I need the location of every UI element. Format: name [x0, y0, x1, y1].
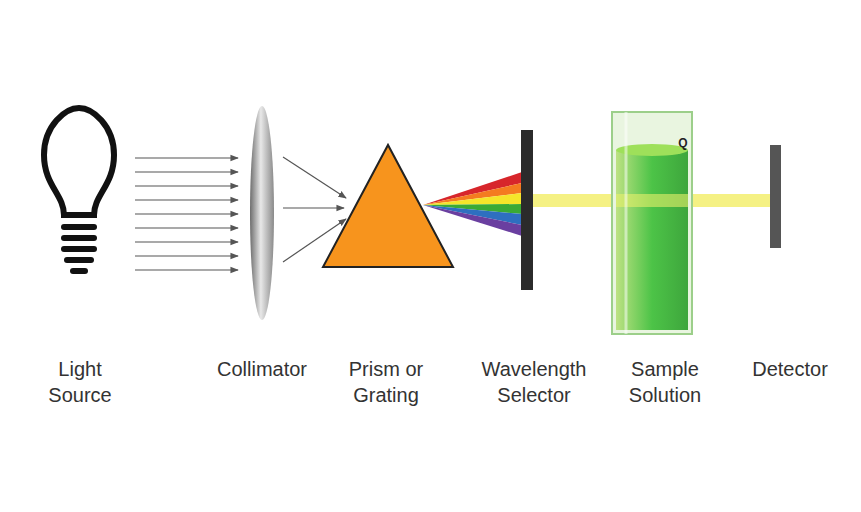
component-label: Light Source: [40, 356, 120, 408]
light-ray: [135, 157, 238, 158]
light-ray: [135, 171, 238, 172]
light-ray: [135, 241, 238, 242]
component-label: Wavelength Selector: [472, 356, 597, 408]
light-ray: [135, 213, 238, 214]
light-ray: [135, 185, 238, 186]
cuvette-mark: Q: [678, 136, 687, 150]
light-ray: [135, 255, 238, 256]
cuvette: [612, 112, 692, 334]
light-ray: [135, 269, 238, 270]
component-label: Prism or Grating: [336, 356, 436, 408]
component-label: Detector: [752, 356, 828, 382]
light-ray: [135, 199, 238, 200]
wavelength-selector-slit: [521, 130, 533, 290]
component-label: Sample Solution: [618, 356, 713, 408]
light-ray: [135, 227, 238, 228]
spectrum-fan: [423, 172, 522, 236]
collimator-lens: [250, 106, 274, 320]
detector-plate: [770, 145, 781, 248]
component-label: Collimator: [217, 356, 307, 382]
light-bulb: [44, 108, 114, 271]
selected-beam: [533, 194, 770, 207]
light-rays: [135, 158, 238, 270]
